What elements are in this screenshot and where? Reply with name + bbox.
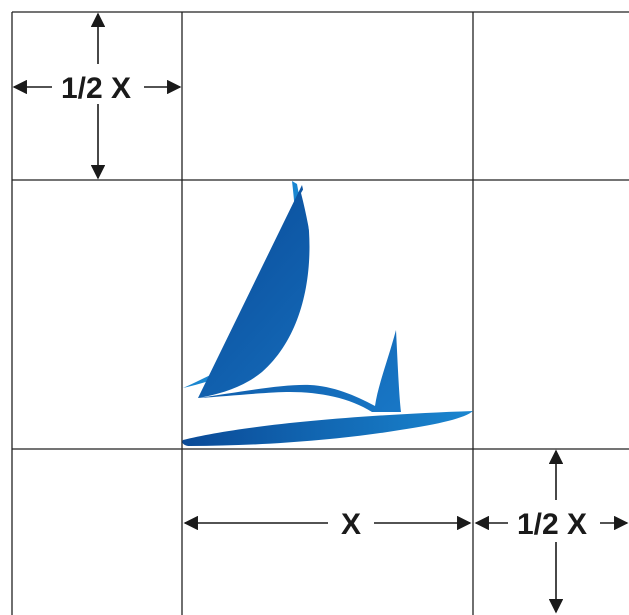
logo-width-label: X [341, 508, 361, 541]
sail-gap-1 [301, 188, 320, 290]
bottom-right-margin-dimension [474, 449, 629, 614]
bottom-right-margin-label: 1/2 X [517, 508, 587, 541]
hull [182, 411, 474, 446]
sailboat-logo-icon [182, 181, 474, 446]
sail-main [198, 185, 401, 412]
top-left-margin-dimension [12, 12, 182, 180]
top-left-margin-label: 1/2 X [61, 72, 131, 105]
grid [11, 11, 629, 615]
sail-gap-2 [325, 226, 341, 300]
sail-gap-3 [338, 298, 361, 362]
